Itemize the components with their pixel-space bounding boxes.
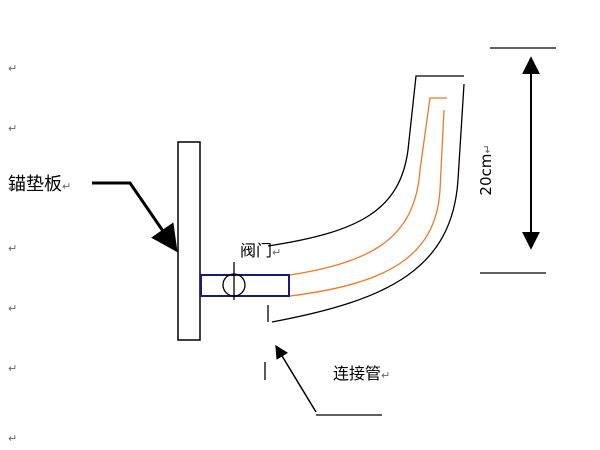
pipe-leader-arrow	[275, 344, 317, 413]
paragraph-mark: ↵	[8, 62, 18, 75]
paragraph-mark: ↵	[8, 362, 18, 375]
pipe-inner-lining-top	[289, 97, 447, 276]
pipe-outer-wall-top	[267, 75, 464, 247]
valve-label: 阀门↵	[240, 241, 282, 260]
paragraph-mark: ↵	[8, 302, 18, 315]
anchor-plate	[177, 141, 201, 341]
pipe-inner-lining-bottom	[289, 109, 445, 297]
pipe-label: 连接管↵	[333, 364, 391, 383]
anchor-plate-leader	[92, 181, 178, 253]
paragraph-mark: ↵	[8, 182, 18, 195]
pipe-outer-wall-bottom	[271, 83, 465, 323]
dimension-label: 20cm↵	[477, 144, 495, 196]
paragraph-mark: ↵	[8, 122, 18, 135]
paragraph-mark: ↵	[8, 432, 18, 445]
paragraph-mark: ↵	[8, 242, 18, 255]
anchor-plate-label: 锚垫板↵	[8, 174, 72, 195]
